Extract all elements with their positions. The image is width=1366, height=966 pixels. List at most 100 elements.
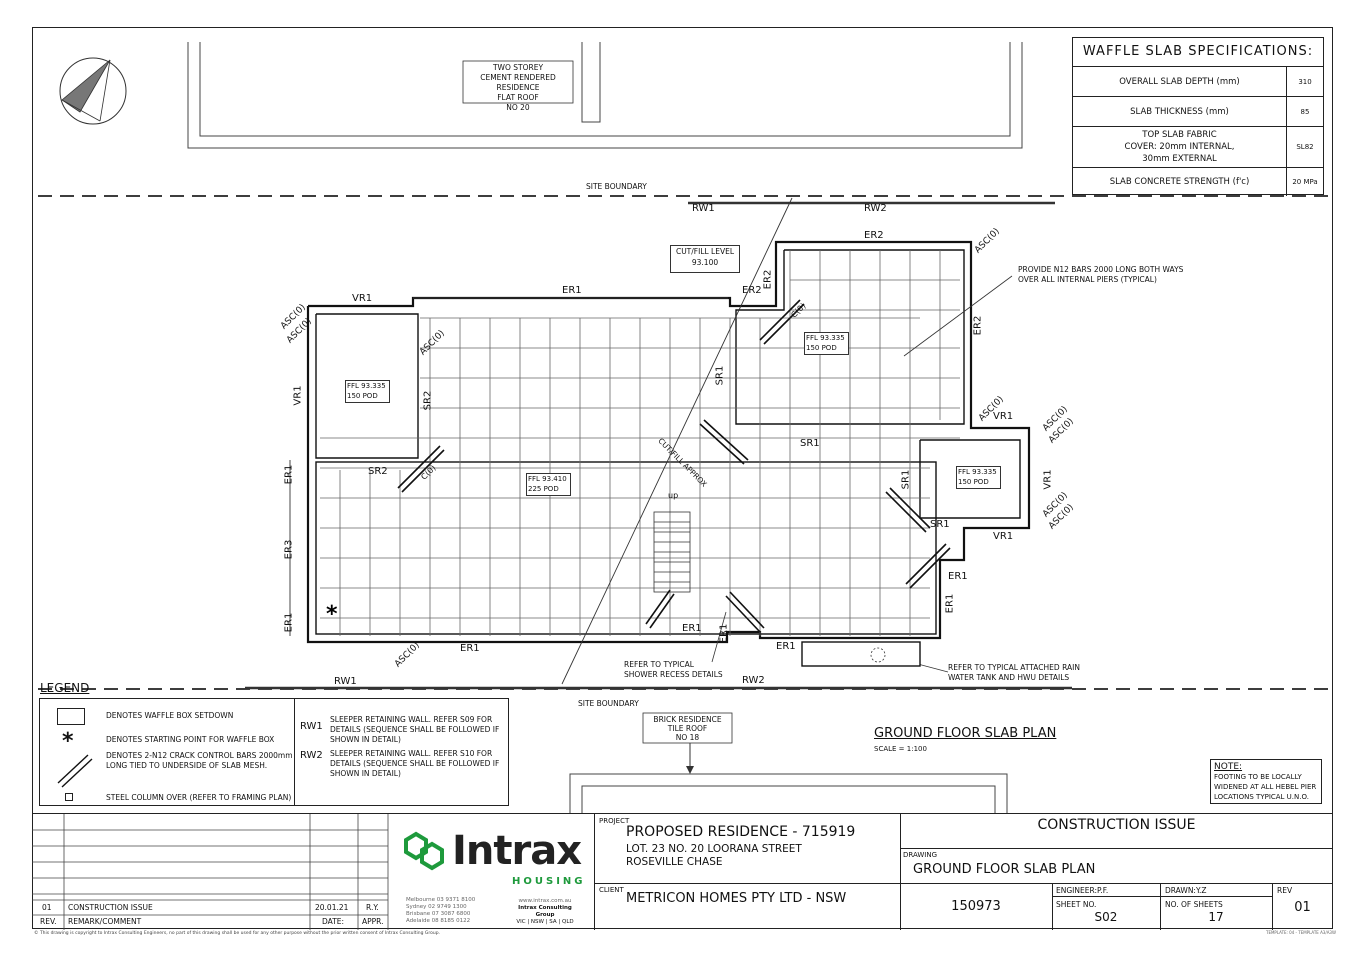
sr1-label: SR1 <box>714 365 726 386</box>
spec-label: OVERALL SLAB DEPTH (mm) <box>1073 67 1287 96</box>
sr2-label: SR2 <box>422 390 434 411</box>
job-number: 150973 <box>951 899 1001 914</box>
spec-value: SL82 <box>1296 143 1314 151</box>
spec-value: 310 <box>1298 77 1312 86</box>
wall-text: SLEEPER RETAINING WALL. REFER S09 FOR DE… <box>330 715 500 744</box>
plan-scale: SCALE = 1:100 <box>874 745 927 753</box>
drawn-by: DRAWN:Y.Z <box>1165 886 1207 895</box>
project-label: PROJECT <box>599 817 630 825</box>
rev-remark: CONSTRUCTION ISSUE <box>68 903 153 912</box>
divider <box>900 814 901 930</box>
vr1-label: VR1 <box>1042 469 1054 490</box>
er2-label: ER2 <box>762 269 774 290</box>
er1-label: ER1 <box>948 571 968 582</box>
neighbour-north-label: TWO STOREY CEMENT RENDERED RESIDENCE FLA… <box>480 63 556 112</box>
rev-header: DATE: <box>322 917 345 926</box>
er1-label: ER1 <box>776 641 796 652</box>
divider <box>1272 883 1273 930</box>
divider <box>900 848 1333 849</box>
drawing-name: GROUND FLOOR SLAB PLAN <box>913 862 1096 877</box>
rev-number: 01 <box>42 903 52 912</box>
svg-text:*: * <box>326 602 338 627</box>
plan-title: GROUND FLOOR SLAB PLAN <box>874 726 1057 741</box>
er1-label: ER1 <box>562 285 582 296</box>
logo-name: Intrax <box>452 828 582 874</box>
sheets-value: 17 <box>1208 910 1224 924</box>
divider <box>594 814 595 930</box>
waffle-grid <box>320 250 960 636</box>
project-address-2: ROSEVILLE CHASE <box>626 856 723 868</box>
er1-label: ER1 <box>944 593 956 614</box>
legend-item: STEEL COLUMN OVER (REFER TO FRAMING PLAN… <box>106 793 292 802</box>
spec-row: SLAB CONCRETE STRENGTH (f'c) 20 MPa <box>1073 168 1323 196</box>
engineer: ENGINEER:P.F. <box>1056 886 1109 895</box>
rev-header: APPR. <box>362 917 384 926</box>
spec-value: 20 MPa <box>1292 178 1318 186</box>
vr1-label: VR1 <box>352 293 373 304</box>
legend-divider <box>294 699 295 805</box>
legend-box: DENOTES WAFFLE BOX SETDOWN * DENOTES STA… <box>39 698 509 806</box>
revision-grid <box>32 814 389 930</box>
divider <box>1160 883 1161 930</box>
spec-value: 85 <box>1300 107 1310 116</box>
template-ref: TEMPLATE: 04 - TEMPLATE A3/A3W <box>1266 930 1336 935</box>
office-list: Melbourne 03 9371 8100 Sydney 02 9749 13… <box>406 897 476 924</box>
crack-bar-symbol <box>57 754 93 788</box>
title-block: 01 CONSTRUCTION ISSUE 20.01.21 R.Y. REV.… <box>32 813 1333 930</box>
divider <box>594 883 900 884</box>
spec-label: TOP SLAB FABRIC COVER: 20mm INTERNAL, 30… <box>1073 127 1287 167</box>
legend-item: DENOTES WAFFLE BOX SETDOWN <box>106 711 234 720</box>
er1-label: ER1 <box>682 623 702 634</box>
project-title: PROPOSED RESIDENCE - 715919 <box>626 824 856 840</box>
issue-status: CONSTRUCTION ISSUE <box>1037 817 1196 833</box>
sr1-label: SR1 <box>800 438 820 449</box>
rev-header: REMARK/COMMENT <box>68 917 142 926</box>
spec-label: SLAB THICKNESS (mm) <box>1073 97 1287 126</box>
er2-label: ER2 <box>742 285 762 296</box>
neighbour-south-outline <box>569 773 1008 813</box>
copyright-notice: © This drawing is copyright to Intrax Co… <box>34 931 440 936</box>
stair-up-label: up <box>668 491 679 500</box>
note-title: NOTE: <box>1214 762 1243 772</box>
rev-appr: R.Y. <box>366 903 379 912</box>
footing-note: NOTE: FOOTING TO BE LOCALLY WIDENED AT A… <box>1210 759 1322 804</box>
vr1-label: VR1 <box>993 531 1014 542</box>
er2-label: ER2 <box>864 230 884 241</box>
vr1-label: VR1 <box>993 411 1014 422</box>
spec-row: SLAB THICKNESS (mm) 85 <box>1073 97 1323 127</box>
legend-item: DENOTES STARTING POINT FOR WAFFLE BOX <box>106 735 275 744</box>
rev-header: REV. <box>40 917 57 926</box>
vr1-label: VR1 <box>292 385 304 406</box>
north-arrow-icon <box>59 57 127 125</box>
rw1-label: RW1 <box>334 676 357 687</box>
sheets-label: NO. OF SHEETS <box>1165 900 1223 909</box>
spec-row: OVERALL SLAB DEPTH (mm) 310 <box>1073 67 1323 97</box>
neighbour-north-outline <box>187 42 1023 149</box>
steel-column-symbol <box>65 793 73 801</box>
waffle-box-symbol <box>57 708 85 725</box>
er3-label: ER3 <box>283 539 295 560</box>
cut-fill-level-box: CUT/FILL LEVEL 93.100 <box>670 245 740 273</box>
intrax-logo-icon <box>404 831 444 871</box>
site-boundary-label: SITE BOUNDARY <box>578 699 639 708</box>
er1-label: ER1 <box>460 643 480 654</box>
note-text: FOOTING TO BE LOCALLY WIDENED AT ALL HEB… <box>1214 773 1317 801</box>
er1-label: ER1 <box>283 464 295 485</box>
legend-title: LEGEND <box>40 681 90 695</box>
slab-outline <box>306 240 1031 644</box>
divider <box>900 883 1333 884</box>
project-address-1: LOT. 23 NO. 20 LOORANA STREET <box>626 843 802 855</box>
neighbour-south-label: BRICK RESIDENCE TILE ROOF NO 18 <box>653 715 722 742</box>
waffle-slab-spec-table: WAFFLE SLAB SPECIFICATIONS: OVERALL SLAB… <box>1072 37 1324 196</box>
rev-date: 20.01.21 <box>315 903 349 912</box>
spec-table-title: WAFFLE SLAB SPECIFICATIONS: <box>1073 38 1323 67</box>
sr1-label: SR1 <box>900 469 912 490</box>
wall-text: SLEEPER RETAINING WALL. REFER S10 FOR DE… <box>330 749 500 778</box>
